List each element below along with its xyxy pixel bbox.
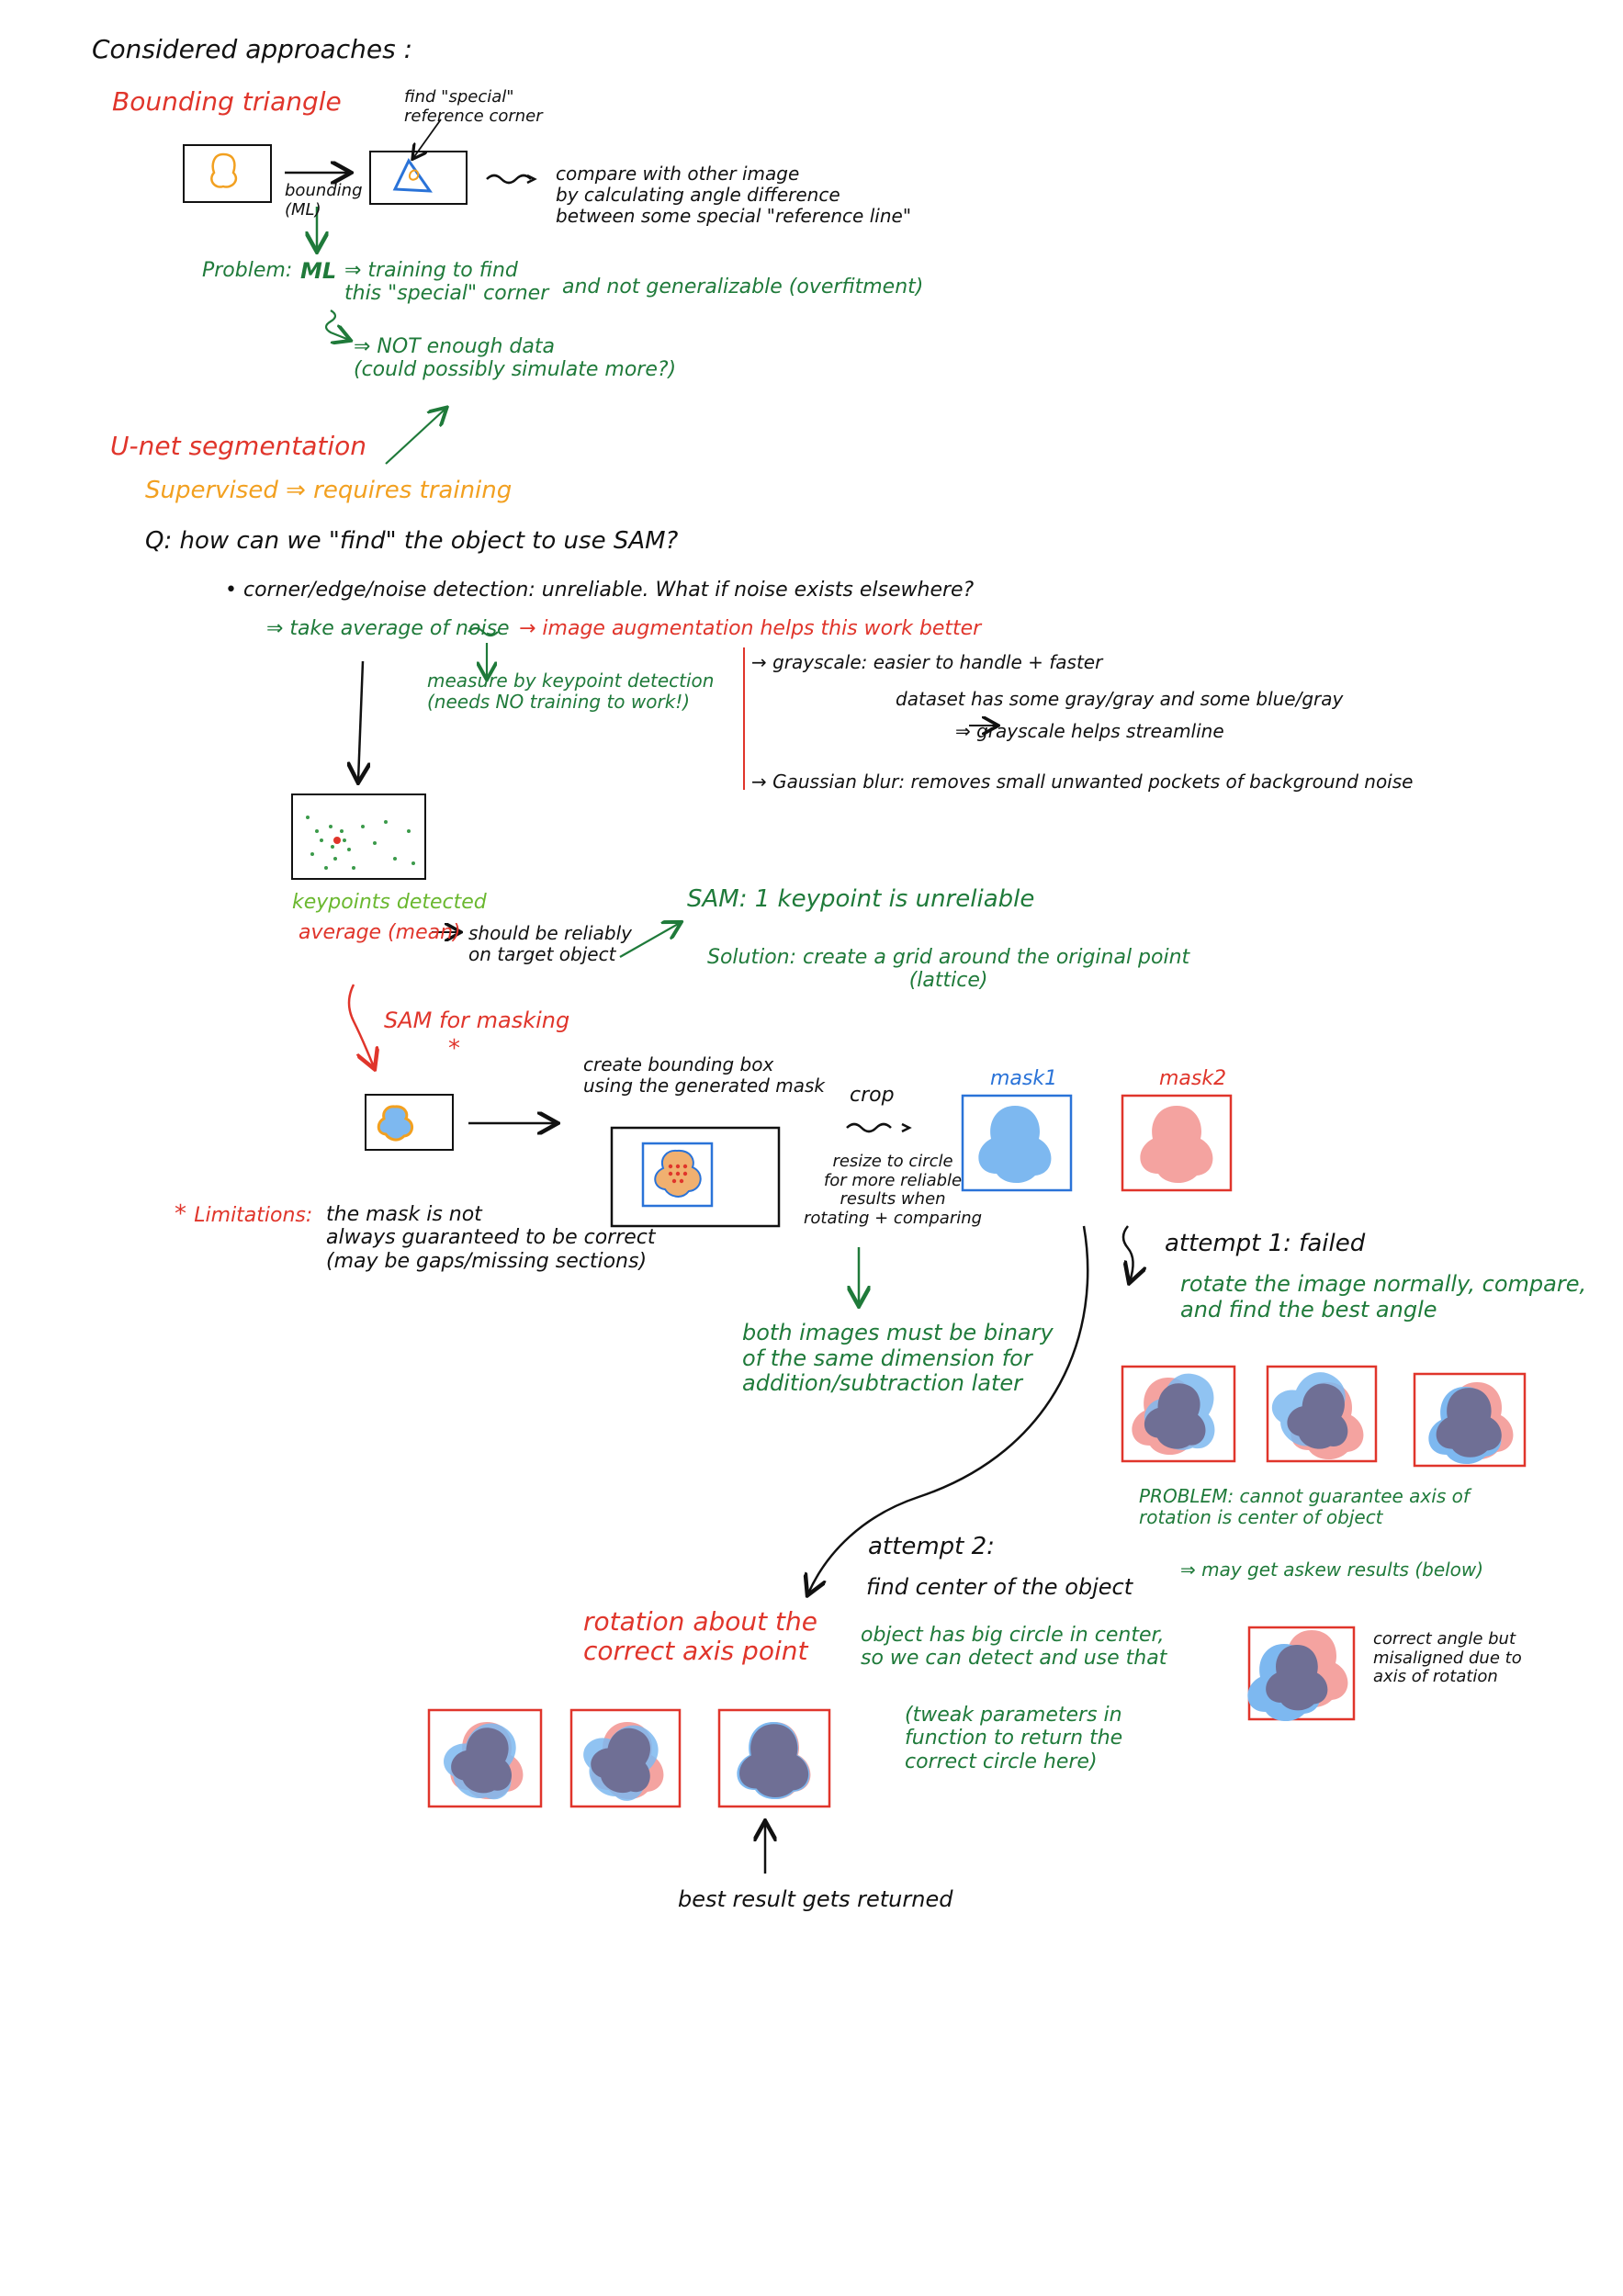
mask2-box <box>1121 1094 1233 1192</box>
grayscale-text: → grayscale: easier to handle + faster <box>751 651 1103 673</box>
squiggle-arrow-compare <box>486 174 532 185</box>
arrow-sam-masking <box>347 984 374 1067</box>
best-result-text: best result gets returned <box>678 1886 953 1912</box>
augment-text: → image augmentation helps this work bet… <box>519 617 982 640</box>
attempt1-problem: PROBLEM: cannot guarantee axis of rotati… <box>1139 1485 1470 1528</box>
find-center-text: find center of the object <box>866 1574 1133 1600</box>
attempt1-askew: ⇒ may get askew results (below) <box>1180 1559 1484 1581</box>
dataset-text: dataset has some gray/gray and some blue… <box>896 688 1344 710</box>
unet-heading: U-net segmentation <box>110 431 367 461</box>
problem-data: ⇒ NOT enough data (could possibly simula… <box>354 335 677 382</box>
bounding-triangle-heading: Bounding triangle <box>112 86 342 117</box>
attempt1-result-2 <box>1260 1356 1378 1463</box>
problem-training: ⇒ training to find this "special" corner <box>344 259 549 306</box>
noise-underline <box>468 626 499 637</box>
arrow-to-corner <box>413 118 442 158</box>
gaussian-text: → Gaussian blur: removes small unwanted … <box>751 771 1414 793</box>
binary-text: both images must be binary of the same d… <box>742 1320 1054 1397</box>
arrow-unet-to-data <box>385 409 445 465</box>
mask2-label: mask2 <box>1159 1067 1227 1090</box>
masked-image-box <box>365 1094 454 1151</box>
keypoint-image-box <box>291 793 426 880</box>
squiggle-arrow-data <box>324 310 349 340</box>
attempt2-title: attempt 2: <box>868 1533 995 1560</box>
average-mean-label: average (mean) <box>299 921 461 944</box>
attempt1-desc: rotate the image normally, compare, and … <box>1180 1271 1587 1322</box>
arrow-to-keypoint-image <box>358 660 363 781</box>
mask2-shape <box>1140 1106 1213 1184</box>
lattice-dots <box>668 1164 688 1184</box>
problem-label: Problem: <box>202 259 293 282</box>
tweak-text: (tweak parameters in function to return … <box>905 1704 1123 1773</box>
limitations-label: * Limitations: <box>175 1200 313 1228</box>
attempt1-result-3 <box>1413 1372 1527 1468</box>
sam-question: Q: how can we "find" the object to use S… <box>145 527 679 555</box>
attempt2-result-3 <box>717 1708 831 1808</box>
mask1-label: mask1 <box>990 1067 1058 1090</box>
mask1-shape <box>978 1106 1052 1184</box>
page-title: Considered approaches : <box>92 34 413 64</box>
bounded-image-box <box>369 151 468 205</box>
arrow-to-sam-title <box>619 923 680 958</box>
attempt2-result-1 <box>427 1708 543 1812</box>
crop-label: crop <box>850 1084 895 1107</box>
problem-overfit: and not generalizable (overfitment) <box>562 276 924 298</box>
bbox-image-box <box>610 1126 781 1228</box>
keypoints-detected-label: keypoints detected <box>292 891 487 914</box>
noise-bullet: • corner/edge/noise detection: unreliabl… <box>225 579 975 602</box>
keypoint-dots <box>306 816 415 870</box>
limitations-text: the mask is not always guaranteed to be … <box>326 1203 656 1273</box>
asterisk-mark: * <box>448 1035 460 1063</box>
resize-text: resize to circle for more reliable resul… <box>804 1152 983 1229</box>
keypoint-measure-text: measure by keypoint detection (needs NO … <box>427 670 715 713</box>
squiggle-arrow-crop <box>846 1122 892 1133</box>
take-average-text: ⇒ take average of noise <box>266 617 510 640</box>
bounding-ml-label: bounding (ML) <box>285 181 363 219</box>
compare-note: compare with other image by calculating … <box>556 163 912 227</box>
mask1-box <box>961 1094 1073 1192</box>
find-special-note: find "special" reference corner <box>404 87 543 126</box>
sam-masking-label: SAM for masking <box>384 1007 570 1033</box>
streamline-text: ⇒ grayscale helps streamline <box>955 720 1224 742</box>
arrow-attempt2 <box>808 1225 1089 1593</box>
arrow-attempt1 <box>1121 1225 1133 1281</box>
reliably-text: should be reliably on target object <box>468 922 632 965</box>
askew-result <box>1247 1626 1356 1722</box>
mean-keypoint-dot <box>333 837 341 844</box>
unet-supervised: Supervised ⇒ requires training <box>145 477 513 504</box>
correct-angle-note: correct angle but misaligned due to axis… <box>1373 1629 1522 1687</box>
rotation-about-axis-text: rotation about the correct axis point <box>583 1606 817 1667</box>
input-image-box <box>183 144 272 203</box>
ml-label: ML <box>300 258 337 284</box>
sam-keypoint-title: SAM: 1 keypoint is unreliable <box>687 885 1035 913</box>
create-bbox-text: create bounding box using the generated … <box>583 1053 825 1097</box>
solution-text: Solution: create a grid around the origi… <box>707 946 1190 993</box>
attempt2-result-2 <box>569 1706 682 1814</box>
big-circle-text: object has big circle in center, so we c… <box>861 1624 1167 1671</box>
orange-blob-shape <box>210 152 238 188</box>
bounding-triangle-shape <box>392 158 433 193</box>
attempt1-result-1 <box>1121 1362 1236 1463</box>
attempt1-title: attempt 1: failed <box>1165 1230 1366 1257</box>
